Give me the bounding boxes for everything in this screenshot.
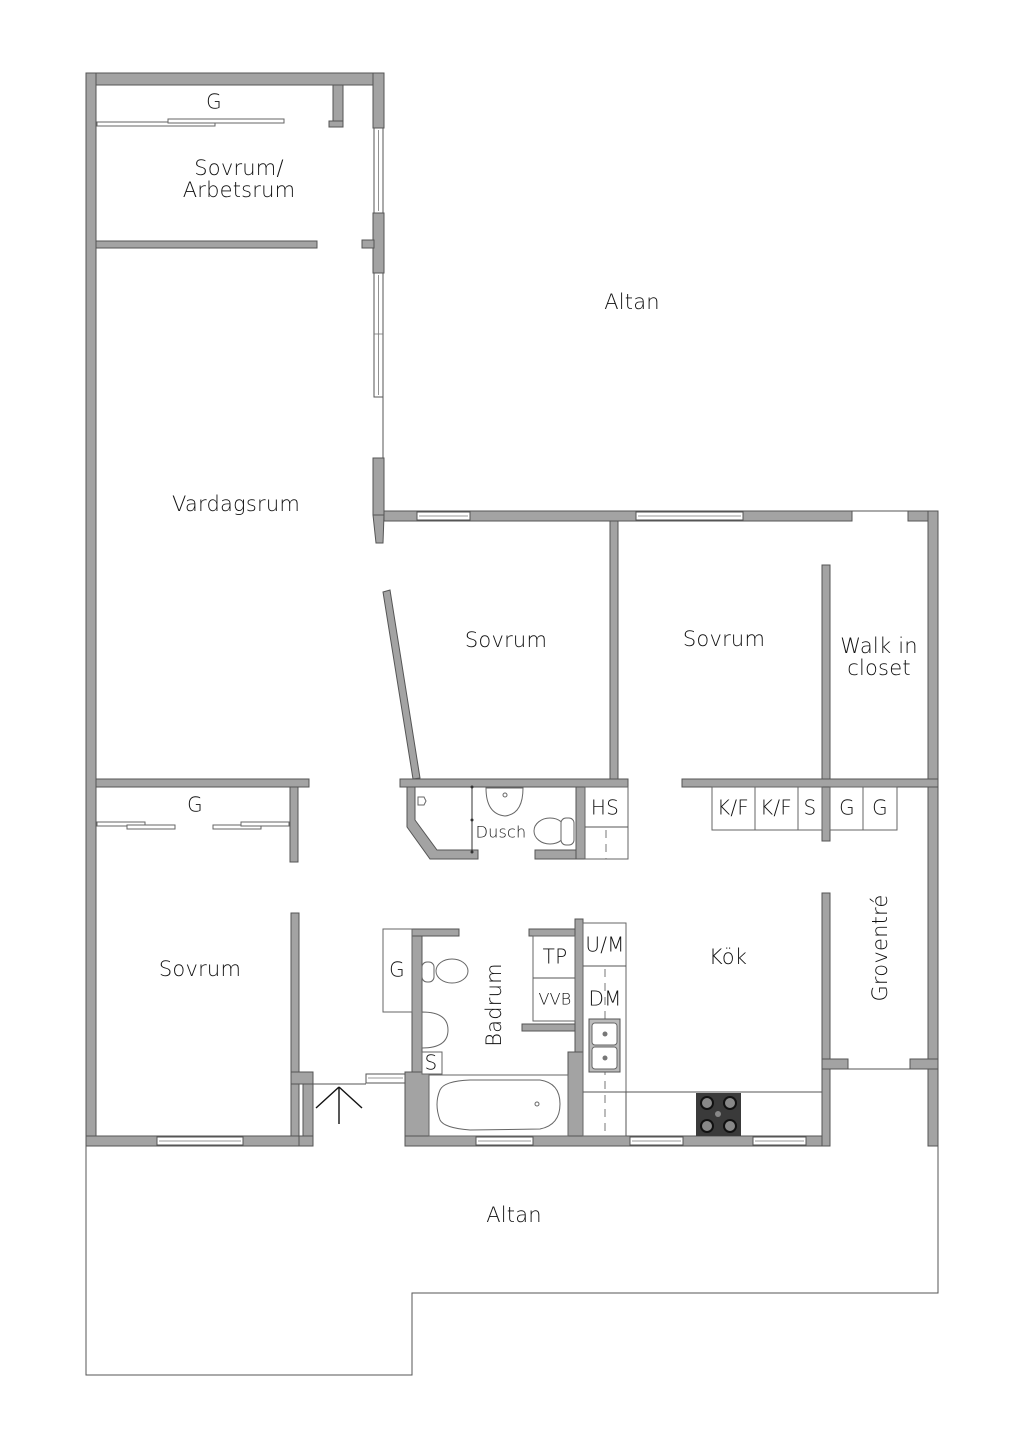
room-label-line: Arbetsrum <box>182 178 296 202</box>
fixture-label-g-hall: G <box>389 957 405 982</box>
room-label-walk-in-closet: Walk in closet <box>840 635 918 679</box>
fixture-label-s-bath: S <box>424 1050 438 1075</box>
fixture-label-dm: DM <box>588 986 622 1011</box>
room-label-line: Walk in <box>840 633 918 658</box>
bathroom-fixtures <box>421 935 576 1137</box>
walls <box>85 72 939 1147</box>
entrance-arrow-icon <box>313 1083 366 1124</box>
room-label-line: closet <box>847 656 911 680</box>
sink-icon <box>485 787 524 817</box>
room-label-kok: Kök <box>708 944 748 969</box>
room-label-vardagsrum: Vardagsrum <box>171 491 301 516</box>
room-label-badrum: Badrum <box>481 963 506 1047</box>
altan-bottom-outline <box>85 1145 939 1376</box>
room-label-sovrum-bottom-left: Sovrum <box>158 956 242 981</box>
room-label-altan-top: Altan <box>604 289 660 314</box>
closet-row <box>711 786 898 831</box>
hall-wardrobe <box>382 928 413 1013</box>
fixture-label-vvb: VVB <box>538 989 572 1009</box>
wc-fixtures <box>417 785 575 854</box>
room-label-sovrum-arbetsrum: Sovrum/ Arbetsrum <box>183 157 296 201</box>
hs-cabinet <box>584 786 629 860</box>
shower-head-icon <box>417 796 427 806</box>
bathtub-icon <box>436 1079 561 1131</box>
room-label-dusch: Dusch <box>475 822 527 842</box>
room-label-sovrum-center: Sovrum <box>464 627 548 652</box>
fixture-label-g-closet1: G <box>839 795 855 820</box>
kitchen-fixtures <box>582 922 822 1137</box>
fixture-label-kf2: K/F <box>760 795 792 820</box>
fixture-label-g-bottom-left: G <box>187 792 203 817</box>
fixture-label-kf1: K/F <box>717 795 749 820</box>
windows <box>156 127 910 1146</box>
fixture-label-hs: HS <box>590 795 620 820</box>
fixture-label-s-closet: S <box>803 795 817 820</box>
toilet-icon <box>435 958 469 984</box>
room-label-groventre: Groventré <box>867 894 892 1002</box>
fixture-label-um: U/M <box>585 932 625 957</box>
fixture-label-tp: TP <box>542 944 568 969</box>
room-label-sovrum-right: Sovrum <box>682 626 766 651</box>
room-label-line: Sovrum/ <box>194 155 284 180</box>
fixture-label-g-closet2: G <box>872 795 888 820</box>
room-label-altan-bottom: Altan <box>486 1202 542 1227</box>
fixture-label-g-top: G <box>206 89 222 114</box>
wardrobe-doors <box>96 118 290 830</box>
sink-icon <box>421 1011 449 1049</box>
